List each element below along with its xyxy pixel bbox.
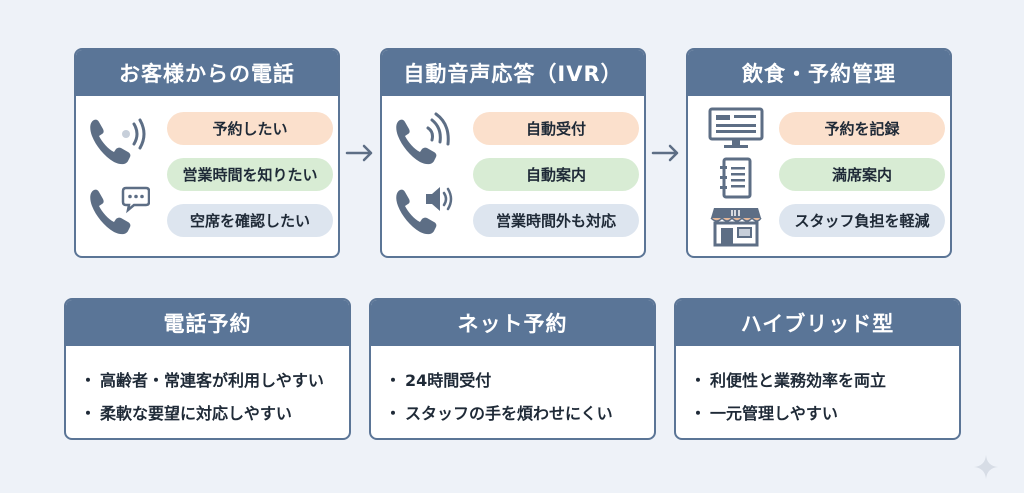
bullet-item: ・スタッフの手を煩わせにくい [385, 395, 654, 428]
phone-speaker-icon [392, 182, 456, 238]
card-phone-reservation: 電話予約 ・高齢者・常連客が利用しやすい ・柔軟な要望に対応しやすい [64, 298, 351, 440]
pill-item: 営業時間を知りたい [167, 158, 333, 191]
bullet-item: ・24時間受付 [385, 362, 654, 395]
card-title: ネット予約 [371, 300, 654, 346]
bullet-item: ・利便性と業務効率を両立 [690, 362, 959, 395]
bullet-item: ・柔軟な要望に対応しやすい [80, 395, 349, 428]
bullet-item: ・高齢者・常連客が利用しやすい [80, 362, 349, 395]
notebook-icon [716, 156, 756, 200]
card-title: ハイブリッド型 [676, 300, 959, 346]
card-online-reservation: ネット予約 ・24時間受付 ・スタッフの手を煩わせにくい [369, 298, 656, 440]
pill-item: 自動受付 [473, 112, 639, 145]
card-customer-call: お客様からの電話 予約したい 営業時間を知りたい 空席を確認したい [74, 48, 340, 258]
phone-chat-icon [86, 182, 150, 238]
monitor-icon [706, 106, 766, 150]
card-ivr: 自動音声応答（IVR） 自動受付 自動案内 営業時間外も対応 [380, 48, 646, 258]
card-restaurant-management: 飲食・予約管理 [686, 48, 952, 258]
store-icon [708, 204, 764, 248]
pill-item: 満席案内 [779, 158, 945, 191]
card-title: 飲食・予約管理 [688, 50, 950, 96]
pill-item: スタッフ負担を軽減 [779, 204, 945, 237]
card-title: お客様からの電話 [76, 50, 338, 96]
bullet-dot: ・ [690, 403, 707, 423]
bullet-dot: ・ [385, 370, 402, 390]
phone-ringing-icon [392, 112, 456, 168]
bullet-dot: ・ [690, 370, 707, 390]
pill-item: 予約したい [167, 112, 333, 145]
bullet-dot: ・ [385, 403, 402, 423]
bullet-list: ・24時間受付 ・スタッフの手を煩わせにくい [371, 346, 654, 428]
bullet-dot: ・ [80, 370, 97, 390]
pill-item: 空席を確認したい [167, 204, 333, 237]
arrow-right-icon [651, 144, 679, 162]
bullet-list: ・利便性と業務効率を両立 ・一元管理しやすい [676, 346, 959, 428]
bullet-dot: ・ [80, 403, 97, 423]
arrow-right-icon [345, 144, 373, 162]
card-hybrid: ハイブリッド型 ・利便性と業務効率を両立 ・一元管理しやすい [674, 298, 961, 440]
sparkle-icon [974, 455, 998, 479]
card-title: 電話予約 [66, 300, 349, 346]
bullet-list: ・高齢者・常連客が利用しやすい ・柔軟な要望に対応しやすい [66, 346, 349, 428]
pill-item: 自動案内 [473, 158, 639, 191]
phone-ringing-icon [86, 112, 150, 168]
pill-item: 予約を記録 [779, 112, 945, 145]
bullet-item: ・一元管理しやすい [690, 395, 959, 428]
card-title: 自動音声応答（IVR） [382, 50, 644, 96]
pill-item: 営業時間外も対応 [473, 204, 639, 237]
